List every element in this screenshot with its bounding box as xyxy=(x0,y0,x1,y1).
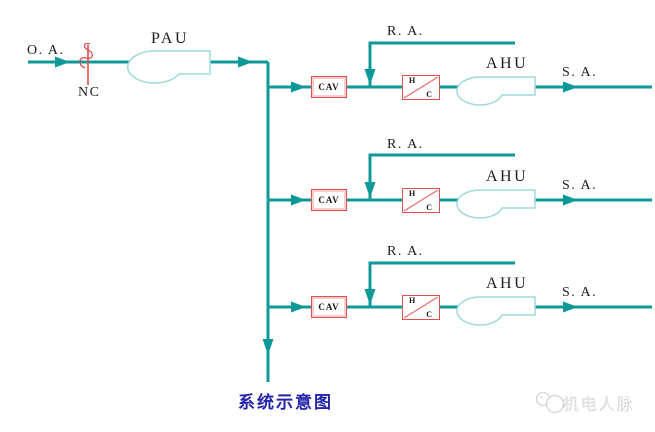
flow-arrow-icon xyxy=(563,81,578,93)
nc-valve-icon xyxy=(79,42,93,85)
ra-label: R. A. xyxy=(387,244,424,259)
flow-arrow-icon xyxy=(563,194,578,206)
coil-diagonal-icon xyxy=(403,189,439,212)
flow-arrow-icon xyxy=(291,301,306,313)
fan-symbols xyxy=(126,50,536,326)
coil-h-label: H xyxy=(409,296,416,305)
diagram-caption: 系统示意图 xyxy=(238,393,333,412)
coil-c-label: C xyxy=(426,203,432,212)
coil-c-label: C xyxy=(426,90,432,99)
flow-arrow-icon xyxy=(563,301,578,313)
flow-arrow-icon xyxy=(55,56,70,68)
heating-cooling-coil-box: H C xyxy=(402,295,440,320)
coil-c-label: C xyxy=(426,310,432,319)
ahu-fan-icon xyxy=(456,76,536,106)
watermark-text: 机电人脉 xyxy=(563,397,636,414)
ahu-label: AHU xyxy=(486,168,529,185)
cav-box: CAV xyxy=(311,296,347,318)
flow-arrows xyxy=(55,56,578,355)
ra-label: R. A. xyxy=(387,137,424,152)
watermark-logo-icon xyxy=(535,391,565,414)
coil-diagonal-icon xyxy=(403,76,439,99)
coil-h-label: H xyxy=(409,76,416,85)
heating-cooling-coil-box: H C xyxy=(402,188,440,213)
ahu-fan-icon xyxy=(456,189,536,219)
down-arrow-icon xyxy=(364,289,376,305)
flow-arrow-icon xyxy=(238,56,253,68)
nc-label: NC xyxy=(78,85,101,100)
cav-label: CAV xyxy=(318,82,340,92)
ahu-branch: R. A. CAV H C AHU S. A. xyxy=(0,244,655,354)
coil-diagonal-icon xyxy=(403,296,439,319)
cav-box: CAV xyxy=(311,189,347,211)
heating-cooling-coil-box: H C xyxy=(402,75,440,100)
ahu-label: AHU xyxy=(486,275,529,292)
coil-h-label: H xyxy=(409,189,416,198)
ra-label: R. A. xyxy=(387,24,424,39)
ahu-branch: R. A. CAV H C AHU S. A. xyxy=(0,24,655,134)
pau-fan-icon xyxy=(126,50,211,84)
pau-label: PAU xyxy=(151,30,190,47)
cav-label: CAV xyxy=(318,302,340,312)
sa-label: S. A. xyxy=(562,65,598,80)
ahu-fan-icon xyxy=(456,296,536,326)
ahu-label: AHU xyxy=(486,55,529,72)
down-arrow-icon xyxy=(364,182,376,198)
down-arrow-icon xyxy=(262,339,274,355)
down-arrow-icon xyxy=(364,69,376,85)
cav-label: CAV xyxy=(318,195,340,205)
ahu-branch: R. A. CAV H C AHU S. A. xyxy=(0,137,655,247)
flow-arrow-icon xyxy=(291,194,306,206)
sa-label: S. A. xyxy=(562,285,598,300)
sa-label: S. A. xyxy=(562,178,598,193)
oa-label: O. A. xyxy=(27,43,65,58)
cav-box: CAV xyxy=(311,76,347,98)
flow-arrow-icon xyxy=(291,81,306,93)
